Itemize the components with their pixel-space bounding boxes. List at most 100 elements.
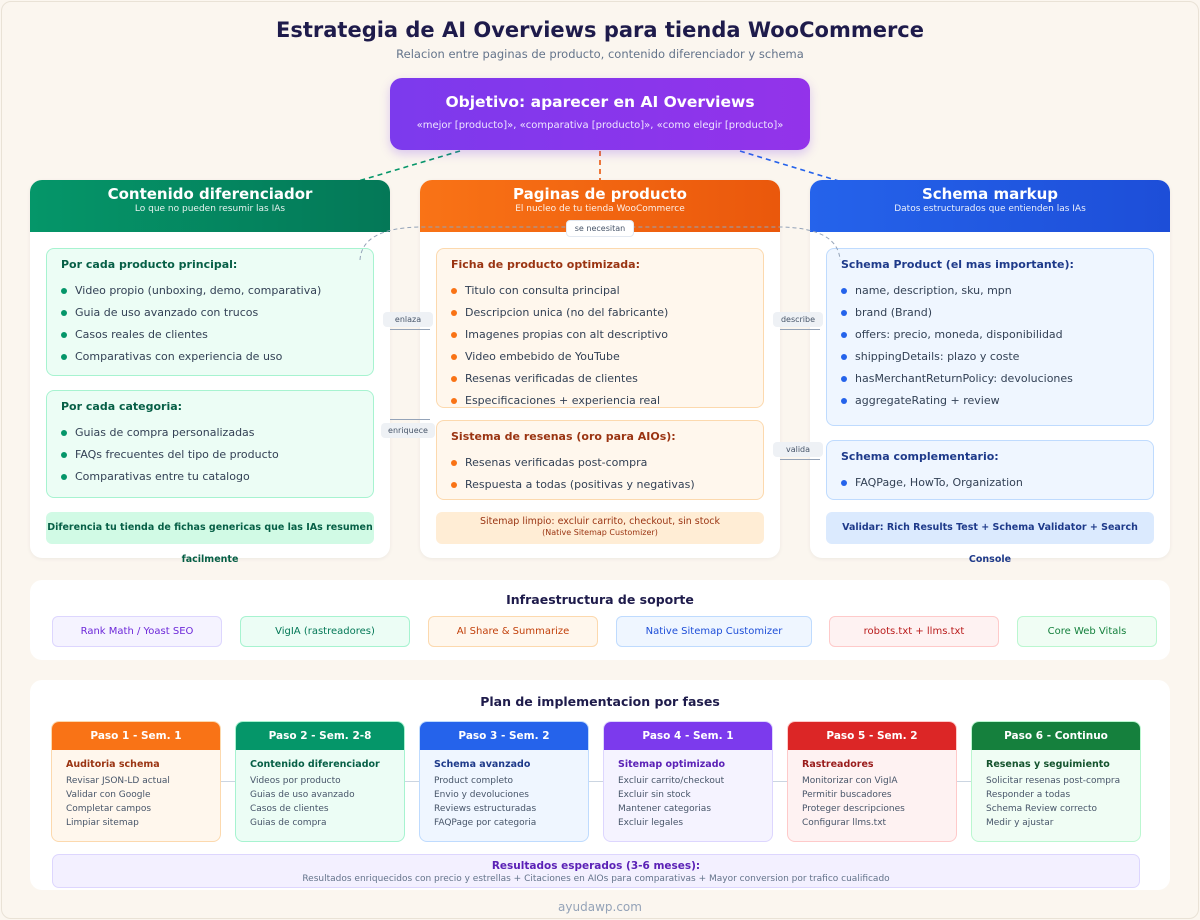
infra-panel: Infraestructura de soporte Rank Math / Y… bbox=[30, 580, 1170, 660]
step-title: Rastreadores bbox=[802, 759, 874, 770]
step-item: Medir y ajustar bbox=[986, 818, 1054, 828]
list-item: name, description, sku, mpn bbox=[841, 280, 1153, 302]
step-6: Paso 6 - Continuo Resenas y seguimiento … bbox=[971, 721, 1141, 842]
connector-line-valida bbox=[780, 459, 820, 460]
step-item: Excluir legales bbox=[618, 818, 684, 828]
list-item: Resenas verificadas de clientes bbox=[451, 368, 763, 390]
tool-rank-math: Rank Math / Yoast SEO bbox=[52, 616, 222, 647]
list-item: Imagenes propias con alt descriptivo bbox=[451, 324, 763, 346]
list-item: Titulo con consulta principal bbox=[451, 280, 763, 302]
step-item: Schema Review correcto bbox=[986, 804, 1098, 814]
step-item: Reviews estructuradas bbox=[434, 804, 537, 814]
list-item: FAQs frecuentes del tipo de producto bbox=[61, 444, 373, 466]
brand-footer: ayudawp.com bbox=[558, 900, 642, 914]
step-item: Proteger descripciones bbox=[802, 804, 905, 814]
step-2: Paso 2 - Sem. 2-8 Contenido diferenciado… bbox=[235, 721, 405, 842]
card-title: Sistema de resenas (oro para AIOs): bbox=[451, 430, 676, 443]
step-item: Envio y devoluciones bbox=[434, 790, 529, 800]
plan-title: Plan de implementacion por fases bbox=[480, 694, 720, 709]
product-column-title: Paginas de producto bbox=[513, 185, 687, 203]
connector-label-describe: describe bbox=[773, 312, 823, 327]
content-column-header: Contenido diferenciador Lo que no pueden… bbox=[30, 180, 390, 232]
list-item: Guias de compra personalizadas bbox=[61, 422, 373, 444]
plan-panel: Plan de implementacion por fases Paso 1 … bbox=[30, 680, 1170, 890]
tool-vigia: VigIA (rastreadores) bbox=[240, 616, 410, 647]
product-footer-subtext: (Native Sitemap Customizer) bbox=[542, 528, 658, 537]
product-column: Paginas de producto El nucleo de tu tien… bbox=[420, 180, 780, 558]
product-footer: Sitemap limpio: excluir carrito, checkou… bbox=[436, 512, 764, 544]
step-title: Resenas y seguimiento bbox=[986, 759, 1110, 770]
results-text: Resultados enriquecidos con precio y est… bbox=[302, 874, 890, 884]
list-item: Respuesta a todas (positivas y negativas… bbox=[451, 474, 763, 496]
connector-line-describe bbox=[780, 329, 820, 330]
list-item: brand (Brand) bbox=[841, 302, 1153, 324]
step-item: Guias de compra bbox=[250, 818, 327, 828]
list-item: Video propio (unboxing, demo, comparativ… bbox=[61, 280, 373, 302]
step-item: Limpiar sitemap bbox=[66, 818, 139, 828]
step-item: Guias de uso avanzado bbox=[250, 790, 355, 800]
step-item: Revisar JSON-LD actual bbox=[66, 776, 170, 786]
results-title: Resultados esperados (3-6 meses): bbox=[491, 860, 701, 872]
tool-robots-llms: robots.txt + llms.txt bbox=[829, 616, 999, 647]
schema-footer-text: Validar: Rich Results Test + Schema Vali… bbox=[842, 522, 1138, 565]
step-connector bbox=[773, 781, 787, 782]
objective-box: Objetivo: aparecer en AI Overviews «mejo… bbox=[390, 78, 810, 150]
step-item: FAQPage por categoria bbox=[434, 818, 537, 828]
schema-column-title: Schema markup bbox=[921, 185, 1059, 203]
schema-column: Schema markup Datos estructurados que en… bbox=[810, 180, 1170, 565]
connector-line-enlaza bbox=[390, 329, 430, 330]
connector-label-enlaza: enlaza bbox=[383, 312, 433, 327]
connector-label-enriquece: enriquece bbox=[381, 423, 435, 438]
step-item: Excluir carrito/checkout bbox=[618, 776, 725, 786]
step-connector bbox=[957, 781, 971, 782]
step-item: Solicitar resenas post-compra bbox=[986, 776, 1121, 786]
step-title: Contenido diferenciador bbox=[250, 759, 380, 770]
step-header: Paso 3 - Sem. 2 bbox=[420, 722, 588, 750]
step-title: Schema avanzado bbox=[434, 759, 531, 770]
step-3: Paso 3 - Sem. 2 Schema avanzado Product … bbox=[419, 721, 589, 842]
tool-native-sitemap: Native Sitemap Customizer bbox=[616, 616, 812, 647]
list-item: shippingDetails: plazo y coste bbox=[841, 346, 1153, 368]
list-item: offers: precio, moneda, disponibilidad bbox=[841, 324, 1153, 346]
content-footer-text: Diferencia tu tienda de fichas genericas… bbox=[47, 522, 373, 565]
step-connector bbox=[405, 781, 419, 782]
step-item: Responder a todas bbox=[986, 790, 1071, 800]
step-header: Paso 5 - Sem. 2 bbox=[788, 722, 956, 750]
product-card-ficha: Ficha de producto optimizada: Titulo con… bbox=[436, 248, 764, 408]
connector-label-necesitan: se necesitan bbox=[566, 220, 634, 237]
step-item: Mantener categorias bbox=[618, 804, 712, 814]
objective-subtitle: «mejor [producto]», «comparativa [produc… bbox=[416, 120, 784, 131]
step-title: Auditoria schema bbox=[66, 759, 160, 770]
list-item: hasMerchantReturnPolicy: devoluciones bbox=[841, 368, 1153, 390]
step-item: Excluir sin stock bbox=[618, 790, 691, 800]
objective-title: Objetivo: aparecer en AI Overviews bbox=[445, 93, 755, 111]
step-header: Paso 6 - Continuo bbox=[972, 722, 1140, 750]
step-item: Completar campos bbox=[66, 804, 152, 814]
connector-lines bbox=[354, 150, 843, 183]
step-item: Monitorizar con VigIA bbox=[802, 776, 898, 786]
step-item: Validar con Google bbox=[66, 790, 151, 800]
schema-column-header: Schema markup Datos estructurados que en… bbox=[810, 180, 1170, 232]
results-box: Resultados esperados (3-6 meses): Result… bbox=[52, 854, 1140, 888]
step-item: Configurar llms.txt bbox=[802, 818, 887, 828]
product-column-subtitle: El nucleo de tu tienda WooCommerce bbox=[515, 204, 685, 214]
product-card-reviews: Sistema de resenas (oro para AIOs): Rese… bbox=[436, 420, 764, 500]
step-item: Casos de clientes bbox=[250, 804, 329, 814]
page-subtitle: Relacion entre paginas de producto, cont… bbox=[396, 47, 804, 61]
step-5: Paso 5 - Sem. 2 Rastreadores Monitorizar… bbox=[787, 721, 957, 842]
step-header: Paso 4 - Sem. 1 bbox=[604, 722, 772, 750]
content-footer: Diferencia tu tienda de fichas genericas… bbox=[46, 512, 374, 565]
tool-ai-share: AI Share & Summarize bbox=[428, 616, 598, 647]
schema-card-product: Schema Product (el mas importante): name… bbox=[826, 248, 1154, 426]
page-title: Estrategia de AI Overviews para tienda W… bbox=[276, 18, 924, 42]
list-item: Guia de uso avanzado con trucos bbox=[61, 302, 373, 324]
step-4: Paso 4 - Sem. 1 Sitemap optimizado Exclu… bbox=[603, 721, 773, 842]
list-item: Descripcion unica (no del fabricante) bbox=[451, 302, 763, 324]
list-item: Resenas verificadas post-compra bbox=[451, 452, 763, 474]
list-item: Especificaciones + experiencia real bbox=[451, 390, 763, 412]
list-item: Casos reales de clientes bbox=[61, 324, 373, 346]
tool-core-web-vitals: Core Web Vitals bbox=[1017, 616, 1157, 647]
card-title: Por cada producto principal: bbox=[61, 258, 238, 271]
list-item: aggregateRating + review bbox=[841, 390, 1153, 412]
